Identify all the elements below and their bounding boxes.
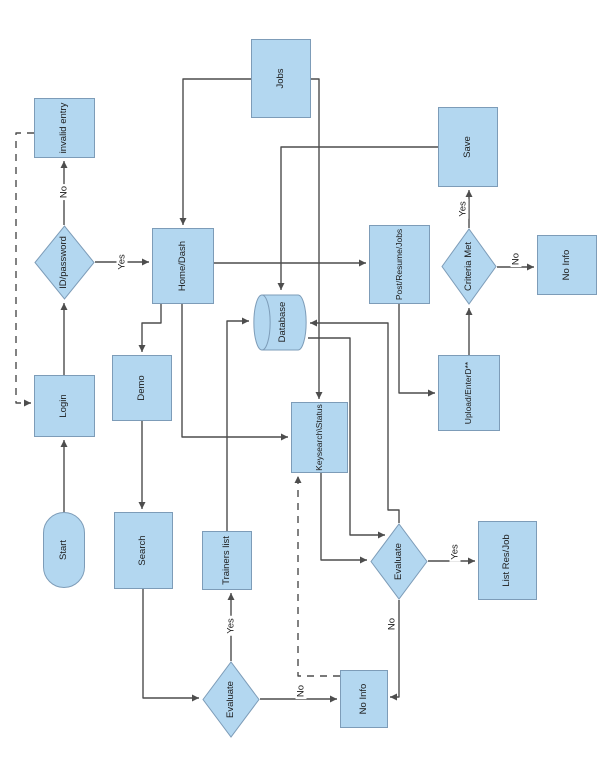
node-label: Post/Resume/Jobs — [393, 228, 404, 301]
edge-label-criteria-no: No — [510, 250, 522, 268]
node-label: List Res/Job — [501, 534, 513, 587]
edge-label-criteria-yes: Yes — [457, 199, 469, 219]
diamond-shape — [202, 661, 260, 738]
node-no-info-criteria: No Info — [537, 235, 597, 295]
node-home-dash: Home/Dash — [152, 228, 214, 304]
edge-evaluate2-database — [310, 319, 400, 523]
node-criteria-met: Criteria Met — [441, 228, 497, 305]
node-label: Home/Dash — [176, 240, 188, 292]
node-label: Search — [137, 535, 149, 566]
node-no-info-search: No Info — [340, 670, 388, 728]
edge-label-eval2-no: No — [386, 615, 398, 633]
edge-save-database — [277, 146, 438, 290]
edge-label-eval2-yes: Yes — [449, 542, 461, 562]
edge-label-id-no: No — [58, 183, 70, 201]
node-evaluate-results: Evaluate — [370, 523, 428, 600]
edge-invalid-login-dashed — [15, 132, 34, 407]
node-trainers-list: Trainers list — [202, 531, 252, 590]
node-label: Demo — [135, 375, 147, 401]
node-database: Database — [252, 293, 308, 351]
edge-jobs-keysearch — [311, 78, 323, 399]
node-label: Keysearch\Status — [313, 404, 324, 471]
node-label: Jobs — [274, 68, 286, 89]
edge-evaluate2-noinfo — [390, 600, 400, 701]
diamond-shape — [441, 228, 497, 305]
node-label: No Info — [357, 683, 369, 715]
node-invalid-entry: invalid entry — [34, 98, 95, 158]
node-label: invalid entry — [58, 102, 70, 154]
edge-label-eval1-no: No — [295, 682, 307, 700]
cylinder-shape — [253, 294, 307, 351]
node-label: Trainers list — [220, 536, 232, 585]
diamond-shape — [34, 225, 95, 300]
node-label: Database — [276, 301, 288, 343]
node-search: Search — [114, 512, 173, 589]
node-label: ID/password — [58, 236, 70, 289]
edge-post-upload — [398, 304, 435, 397]
diamond-shape — [370, 523, 428, 600]
edge-jobs-homedash — [179, 78, 251, 225]
node-post-resume-jobs: Post/Resume/Jobs — [369, 225, 430, 304]
edge-database-evaluate2 — [308, 337, 385, 539]
edge-search-evaluate1 — [142, 589, 199, 702]
node-keysearch-status: Keysearch\Status — [291, 402, 348, 473]
node-start: Start — [43, 512, 85, 588]
node-label: Save — [461, 136, 473, 158]
edge-homedash-demo — [138, 304, 162, 352]
node-evaluate-search: Evaluate — [202, 661, 260, 738]
node-label: Upload/EnterD** — [463, 361, 474, 425]
edge-trainers-database — [226, 317, 249, 531]
node-id-password: ID/password — [34, 225, 95, 300]
edge-label-eval1-yes: Yes — [225, 616, 237, 636]
node-label: No Info — [560, 249, 572, 281]
node-label: Criteria Met — [462, 241, 474, 292]
edge-label-id-yes: Yes — [116, 252, 128, 272]
node-label: Evaluate — [224, 681, 236, 718]
node-login: Login — [34, 375, 95, 437]
node-demo: Demo — [112, 355, 172, 421]
edge-keysearch-evaluate2 — [320, 473, 367, 564]
node-label: Login — [58, 394, 70, 418]
node-upload-enterd: Upload/EnterD** — [438, 355, 500, 431]
node-label: Start — [57, 539, 69, 561]
node-jobs: Jobs — [251, 39, 311, 118]
node-list-res-job: List Res/Job — [478, 521, 537, 600]
node-save: Save — [438, 107, 498, 187]
edge-noinfo-keysearch-dashed — [294, 476, 340, 677]
node-label: Evaluate — [392, 543, 404, 580]
edge-homedash-keysearch — [181, 304, 288, 441]
